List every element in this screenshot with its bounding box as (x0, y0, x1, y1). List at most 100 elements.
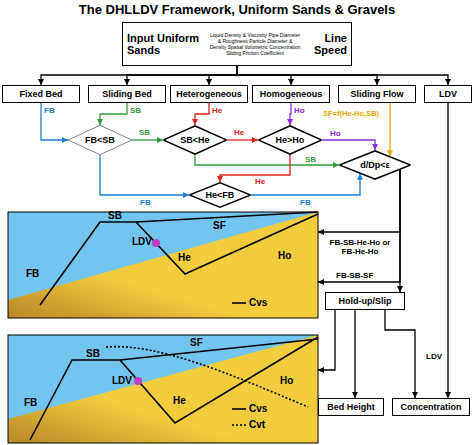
sand-area (8, 212, 318, 318)
connector (322, 140, 375, 150)
regime-box: Homogeneous (252, 85, 330, 103)
diamond-shape (189, 183, 250, 208)
edge-label: FB (44, 106, 55, 115)
he-ho-curve (136, 214, 318, 274)
output-box: Concentration (392, 398, 470, 416)
chart-area: SBSFLDVHoHeFB (8, 212, 318, 318)
node-text: He>Ho (276, 135, 305, 145)
connector (209, 66, 237, 85)
node-text: Homogeneous (260, 89, 323, 99)
connector (318, 310, 335, 370)
regime-box: LDV (424, 85, 472, 103)
input-box: Input Uniform SandsLiquid Density & Visc… (122, 22, 352, 66)
curve-label: FB (24, 397, 37, 408)
curve-label: LDV (112, 375, 132, 386)
he-ho-curve (120, 337, 318, 423)
legend-text: Cvs (249, 403, 267, 414)
legend-line-sample (232, 405, 246, 413)
connector (132, 139, 163, 140)
legend-item: Cvs (232, 403, 267, 414)
legend-line-sample (232, 421, 246, 429)
node-text: SB<He (180, 135, 209, 145)
node-text: LDV (439, 89, 457, 99)
curve-label: He (178, 252, 191, 263)
legend-item: Cvs (232, 297, 267, 308)
connector (41, 103, 68, 140)
node-text: Line Speed (303, 32, 347, 56)
edge-label: FB-SB-SF (336, 271, 373, 280)
diamond-shape (258, 126, 321, 154)
edge-label: LDV (426, 352, 442, 361)
connector (399, 170, 400, 292)
edge-label: SF=f(He-Ho,SB) (323, 109, 379, 118)
sand-area (8, 335, 318, 443)
regime-box: Heterogeneous (170, 85, 248, 103)
edge-label: SB (130, 106, 141, 115)
regime-box: Fixed Bed (2, 85, 80, 103)
connector (195, 103, 209, 125)
cvt-curve (106, 347, 308, 407)
node-text: He<FB (206, 190, 235, 200)
decision-diamond: d/Dp<ε (339, 150, 411, 180)
curve-label: SF (213, 220, 226, 231)
curve-label: Ho (278, 250, 291, 261)
liquid-area (8, 335, 318, 443)
diamond-shape (339, 151, 410, 179)
node-text: Fixed Bed (19, 89, 62, 99)
diamond-shape (163, 126, 226, 154)
fb-sb-sf-curve (30, 339, 318, 440)
regime-box: Sliding Bed (88, 85, 166, 103)
node-text: Liquid Density & Viscosity Pipe Diameter… (209, 32, 301, 56)
node-text: Heterogeneous (176, 89, 242, 99)
legend-line (232, 424, 246, 426)
node-text: Sliding Bed (102, 89, 152, 99)
ldv-point (152, 239, 160, 247)
connector (389, 103, 390, 156)
connector (220, 155, 290, 182)
connector (41, 66, 237, 85)
decision-diamond: FB<SB (68, 125, 132, 155)
decision-diamond: SB<He (163, 125, 227, 155)
connector (237, 66, 291, 85)
edge-label: FB-SB-He-Ho or FB-He-Ho (326, 238, 394, 256)
liquid-area (8, 212, 318, 318)
node-text: Concentration (400, 402, 461, 412)
connector (447, 103, 448, 398)
chart-frame (8, 212, 318, 318)
edge-label: He (212, 106, 222, 115)
velocity-chart (8, 335, 318, 443)
diamond-shape (68, 125, 132, 154)
process-box: Hold-up/Slip (325, 292, 405, 310)
node-text: Sliding Flow (351, 89, 404, 99)
connector (318, 170, 400, 282)
chart-frame (8, 335, 318, 443)
legend-text: Cvt (249, 419, 265, 430)
fb-sb-sf-curve (40, 212, 318, 305)
legend-line (232, 302, 246, 304)
diagram-title: The DHLLDV Framework, Uniform Sands & Gr… (0, 2, 474, 17)
legend-line-sample (232, 299, 246, 307)
connector (100, 103, 127, 125)
legend-line (232, 408, 246, 410)
node-text: Bed Height (327, 402, 375, 412)
output-box: Bed Height (318, 398, 384, 416)
chart-area: SBSFLDVHoFBHe (8, 335, 318, 443)
edge-label: SB (139, 128, 150, 137)
connector (237, 66, 448, 85)
connector (100, 155, 189, 195)
node-text: Input Uniform Sands (127, 32, 207, 56)
ldv-point (134, 377, 142, 385)
curve-label: SF (190, 337, 203, 348)
connector (251, 174, 360, 195)
edge-label: He (234, 128, 244, 137)
edge-label: Ho (294, 106, 305, 115)
edge-label: SB (305, 155, 316, 164)
curve-label: SB (108, 210, 122, 221)
node-text: d/Dp<ε (360, 160, 390, 170)
edge-label: FB (300, 198, 311, 207)
edge-label: Ho (330, 129, 341, 138)
connector (227, 139, 258, 140)
